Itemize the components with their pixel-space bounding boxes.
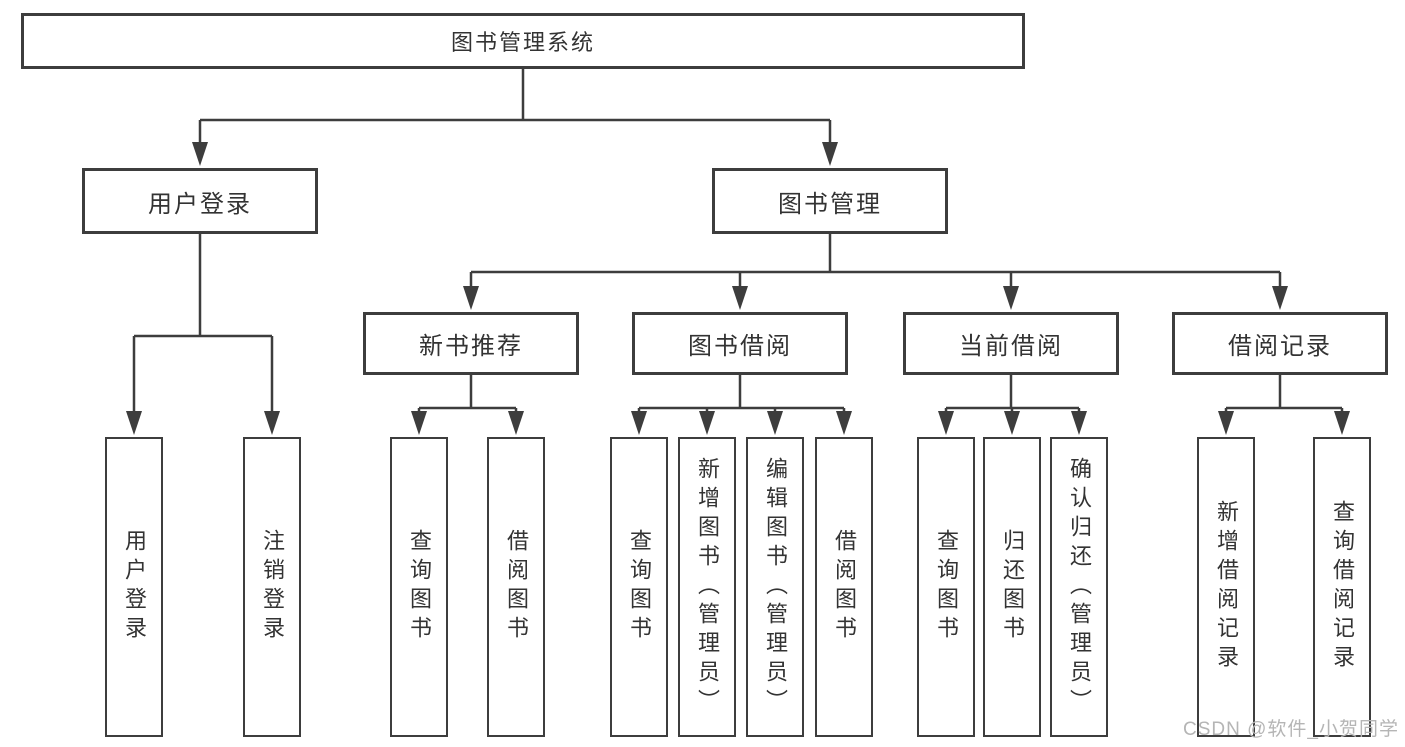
leaf-query-books-current: 查询图书	[917, 437, 975, 737]
node-new-book-recommend: 新书推荐	[363, 312, 579, 375]
node-label: 查询图书	[627, 529, 652, 645]
tree-edges	[132, 69, 1344, 413]
node-label: 用户登录	[148, 190, 252, 218]
leaf-confirm-return-admin: 确认归还（管理员）	[1050, 437, 1108, 737]
node-current-borrowing: 当前借阅	[903, 312, 1119, 375]
node-label: 查询图书	[407, 529, 432, 645]
csdn-watermark: CSDN @软件_小贺同学	[1183, 719, 1399, 740]
node-label: 查询图书	[934, 529, 959, 645]
node-label: 图书管理系统	[450, 30, 595, 55]
node-label: 当前借阅	[959, 333, 1063, 360]
leaf-query-borrow-record: 查询借阅记录	[1313, 437, 1371, 737]
node-label: 借阅记录	[1228, 333, 1332, 360]
node-label: 用户登录	[122, 529, 147, 645]
node-label: 新增图书（管理员）	[695, 456, 720, 718]
node-user-login: 用户登录	[82, 168, 318, 234]
leaf-query-books-recommend: 查询图书	[390, 437, 448, 737]
node-label: 编辑图书（管理员）	[763, 456, 788, 718]
node-label: 归还图书	[1000, 529, 1025, 645]
node-label: 借阅图书	[832, 529, 857, 645]
node-book-management: 图书管理	[712, 168, 948, 234]
leaf-query-books-borrow: 查询图书	[610, 437, 668, 737]
leaf-logout: 注销登录	[243, 437, 301, 737]
node-label: 图书管理	[778, 190, 882, 218]
leaf-borrow-books-recommend: 借阅图书	[487, 437, 545, 737]
node-label: 查询借阅记录	[1330, 500, 1355, 674]
node-borrowing-records: 借阅记录	[1172, 312, 1388, 375]
node-label: 新增借阅记录	[1214, 500, 1239, 674]
leaf-user-login: 用户登录	[105, 437, 163, 737]
leaf-borrow-books: 借阅图书	[815, 437, 873, 737]
node-label: 注销登录	[260, 529, 285, 645]
leaf-return-book: 归还图书	[983, 437, 1041, 737]
arrowheads	[126, 142, 1350, 435]
leaf-add-borrow-record: 新增借阅记录	[1197, 437, 1255, 737]
node-book-borrowing: 图书借阅	[632, 312, 848, 375]
node-label: 确认归还（管理员）	[1067, 456, 1092, 718]
node-label: 借阅图书	[504, 529, 529, 645]
leaf-edit-book-admin: 编辑图书（管理员）	[746, 437, 804, 737]
node-system-root: 图书管理系统	[21, 13, 1025, 69]
leaf-add-book-admin: 新增图书（管理员）	[678, 437, 736, 737]
node-label: 新书推荐	[419, 333, 523, 360]
node-label: 图书借阅	[688, 333, 792, 360]
